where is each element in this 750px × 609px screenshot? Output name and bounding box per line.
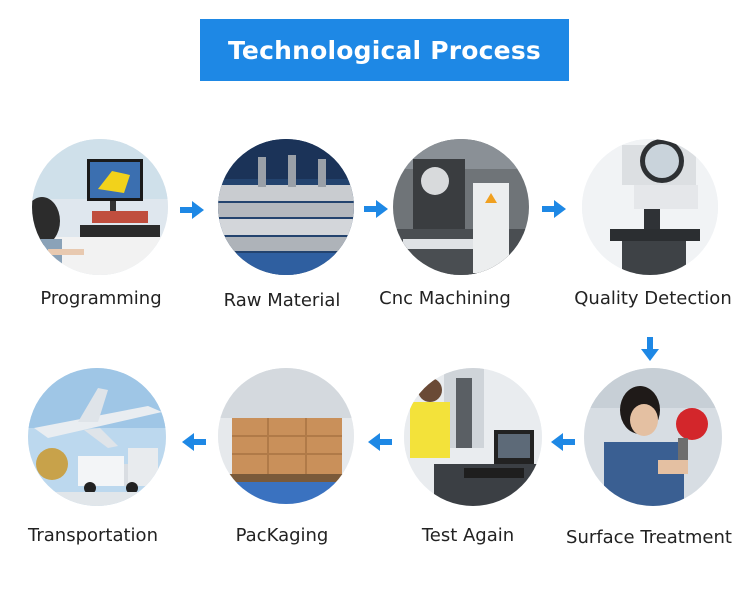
surface-treatment-photo — [584, 368, 722, 506]
arrow-left-icon — [551, 433, 575, 451]
arrow-down-icon — [641, 337, 659, 361]
cnc-machining-photo — [393, 139, 529, 275]
arrow-left-icon — [182, 433, 206, 451]
step-label-packaging: PacKaging — [235, 525, 329, 546]
quality-detection-photo — [582, 139, 718, 275]
arrow-right-icon — [180, 201, 204, 219]
raw-material-photo — [218, 139, 354, 275]
programming-photo — [32, 139, 168, 275]
arrow-right-icon — [542, 200, 566, 218]
step-label-transportation: Transportation — [28, 525, 158, 546]
arrow-left-icon — [368, 433, 392, 451]
step-label-surface-treatment: Surface Treatment — [566, 527, 732, 548]
packaging-photo — [218, 368, 354, 504]
title-banner: Technological Process — [200, 19, 569, 81]
transportation-photo — [28, 368, 166, 506]
arrow-right-icon — [364, 200, 388, 218]
step-label-raw-material: Raw Material — [223, 290, 341, 311]
page-title: Technological Process — [227, 35, 541, 65]
step-label-cnc-machining: Cnc Machining — [379, 288, 511, 309]
step-label-quality-detection: Quality Detection — [574, 288, 732, 309]
step-label-test-again: Test Again — [421, 525, 515, 546]
step-label-programming: Programming — [40, 288, 162, 309]
test-again-photo — [404, 368, 542, 506]
